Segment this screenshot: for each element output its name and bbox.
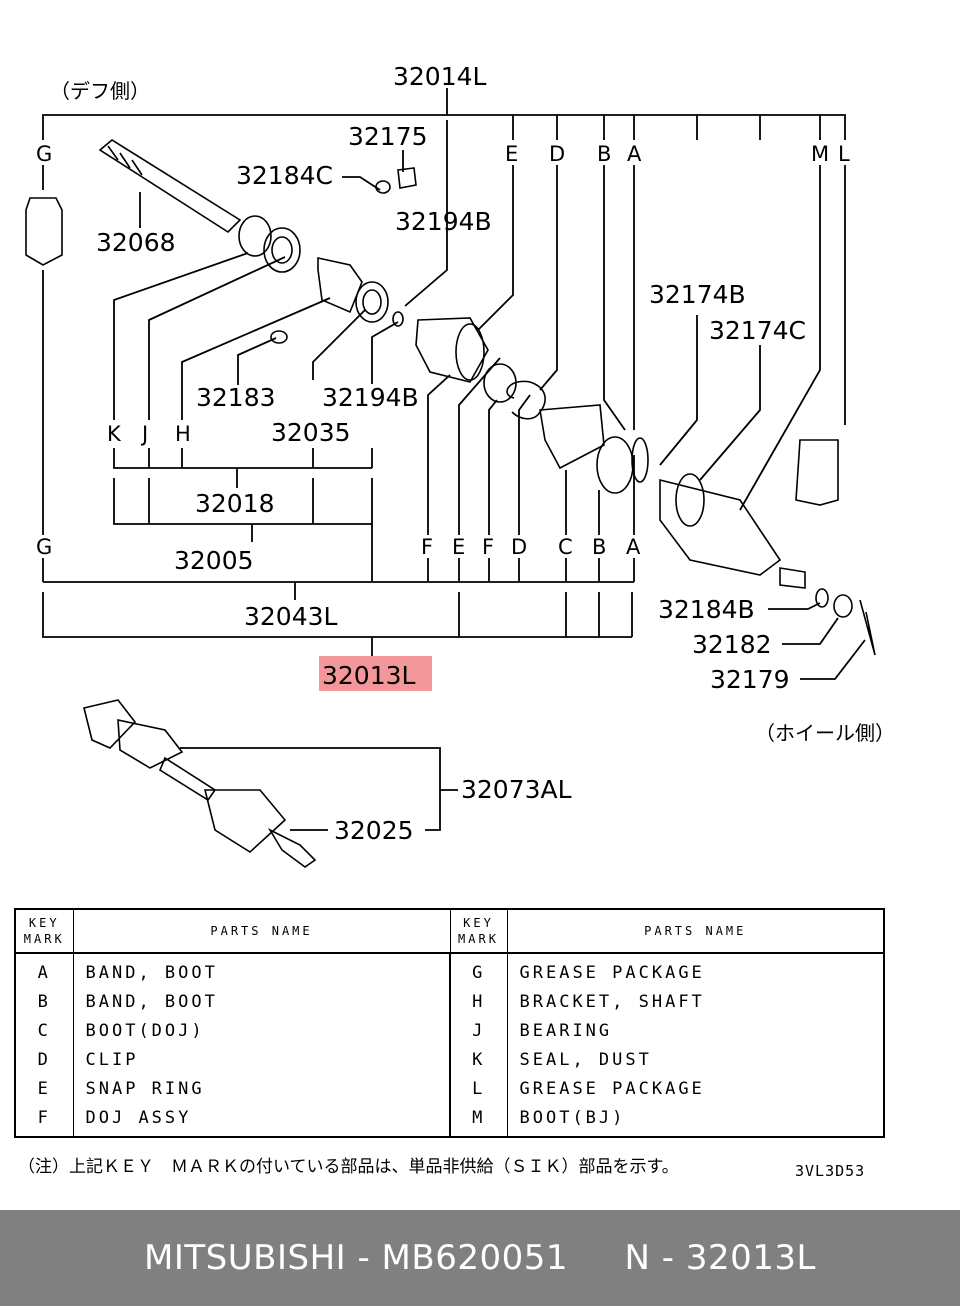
key-mark-cell: H <box>450 987 508 1016</box>
legend-header-row: KEY MARK PARTS NAME KEY MARK PARTS NAME <box>14 908 885 954</box>
key-letter-E-bottom: E <box>452 535 465 559</box>
wheel-side-label: （ホイール側） <box>755 721 895 745</box>
callout-32174C: 32174C <box>709 316 806 345</box>
diff-side-label: （デフ側） <box>50 79 150 103</box>
key-letter-B-top: B <box>597 142 611 166</box>
key-mark-cell: C <box>15 1016 74 1045</box>
supply-note: （注）上記ＫＥＹ ＭＡＲＫの付いている部品は、単品非供給（ＳＩＫ）部品を示す。 <box>18 1157 679 1177</box>
legend-parts-name-header: PARTS NAME <box>72 908 451 954</box>
key-letter-G-bottom: G <box>36 535 52 559</box>
callout-32035: 32035 <box>271 418 351 447</box>
key-header-line1-2: KEY <box>463 916 494 930</box>
table-row: B BAND, BOOT H BRACKET, SHAFT <box>15 987 884 1016</box>
table-row: C BOOT(DOJ) J BEARING <box>15 1016 884 1045</box>
key-mark-legend-table: KEY MARK PARTS NAME KEY MARK PARTS NAME A … <box>14 908 885 1138</box>
table-row: A BAND, BOOT G GREASE PACKAGE <box>15 953 884 987</box>
key-letter-L-top: L <box>838 142 850 166</box>
exploded-parts-diagram: （デフ側） （ホイール側） 32014L 32175 32184C 32194B… <box>25 62 895 868</box>
key-header-line2-2: MARK <box>458 932 499 946</box>
legend-key-mark-header-2: KEY MARK <box>449 908 508 954</box>
key-letter-G-top: G <box>36 142 52 166</box>
parts-name-cell: BEARING <box>519 1020 613 1041</box>
key-letter-A-top: A <box>627 142 642 166</box>
parts-name-cell: GREASE PACKAGE <box>519 962 705 983</box>
parts-name-cell: GREASE PACKAGE <box>519 1078 705 1099</box>
key-mark-cell: E <box>15 1074 74 1103</box>
callout-32182: 32182 <box>692 630 772 659</box>
parts-name-cell: BAND, BOOT <box>73 953 451 987</box>
key-mark-cell: D <box>15 1045 74 1074</box>
key-mark-cell: B <box>15 987 74 1016</box>
parts-name-cell: BAND, BOOT <box>73 987 451 1016</box>
key-letter-J: J <box>140 422 148 446</box>
callout-32025: 32025 <box>334 816 414 845</box>
callout-32073AL: 32073AL <box>461 775 572 804</box>
parts-name-cell: SEAL, DUST <box>519 1049 652 1070</box>
callout-highlight-32013L <box>319 656 432 691</box>
key-letter-D-top: D <box>549 142 565 166</box>
callout-32184C: 32184C <box>236 161 333 190</box>
key-mark-cell: L <box>450 1074 508 1103</box>
callout-32005: 32005 <box>174 546 254 575</box>
key-letter-H: H <box>175 422 191 446</box>
key-letter-A-bottom: A <box>626 535 641 559</box>
parts-name-cell: BOOT(DOJ) <box>73 1016 451 1045</box>
callout-32175: 32175 <box>348 122 428 151</box>
callout-32018: 32018 <box>195 489 275 518</box>
legend-key-mark-header: KEY MARK <box>14 908 74 954</box>
key-mark-cell: G <box>450 953 508 987</box>
key-mark-cell: F <box>15 1103 74 1137</box>
parts-name-cell: BOOT(BJ) <box>519 1107 626 1128</box>
callout-32184B: 32184B <box>658 595 755 624</box>
drawing-code: 3VL3D53 <box>795 1162 866 1180</box>
key-mark-cell: A <box>15 953 74 987</box>
callout-32014L: 32014L <box>393 62 487 91</box>
key-letter-K: K <box>107 422 122 446</box>
legend-parts-name-header-2: PARTS NAME <box>506 908 885 954</box>
parts-name-cell: CLIP <box>73 1045 451 1074</box>
key-letter-C-bottom: C <box>558 535 573 559</box>
key-letter-B-bottom: B <box>592 535 606 559</box>
key-letter-M-top: M <box>811 142 829 166</box>
parts-name-cell: BRACKET, SHAFT <box>519 991 705 1012</box>
key-mark-cell: J <box>450 1016 508 1045</box>
callout-32183: 32183 <box>196 383 276 412</box>
callout-32043L: 32043L <box>244 602 338 631</box>
parts-name-cell: DOJ ASSY <box>73 1103 451 1137</box>
table-row: F DOJ ASSY M BOOT(BJ) <box>15 1103 884 1137</box>
callout-32174B: 32174B <box>649 280 746 309</box>
key-mark-cell: M <box>450 1103 508 1137</box>
key-letter-E-top: E <box>505 142 518 166</box>
key-mark-cell: K <box>450 1045 508 1074</box>
key-header-line2: MARK <box>23 932 65 946</box>
key-letter-D-bottom: D <box>511 535 527 559</box>
callout-32194B-upper: 32194B <box>395 207 492 236</box>
key-header-line1: KEY <box>28 916 60 930</box>
table-row: D CLIP K SEAL, DUST <box>15 1045 884 1074</box>
key-letter-F-bottom-1: F <box>421 535 433 559</box>
key-letter-F-bottom-2: F <box>482 535 494 559</box>
callout-32068: 32068 <box>96 228 176 257</box>
callout-32194B-lower: 32194B <box>322 383 419 412</box>
part-number-footer: MITSUBISHI - MB620051 N - 32013L <box>0 1210 960 1306</box>
parts-name-cell: SNAP RING <box>73 1074 451 1103</box>
table-row: E SNAP RING L GREASE PACKAGE <box>15 1074 884 1103</box>
callout-32013L: 32013L <box>322 661 416 690</box>
callout-32179: 32179 <box>710 665 790 694</box>
footer-title: MITSUBISHI - MB620051 N - 32013L <box>144 1238 816 1278</box>
